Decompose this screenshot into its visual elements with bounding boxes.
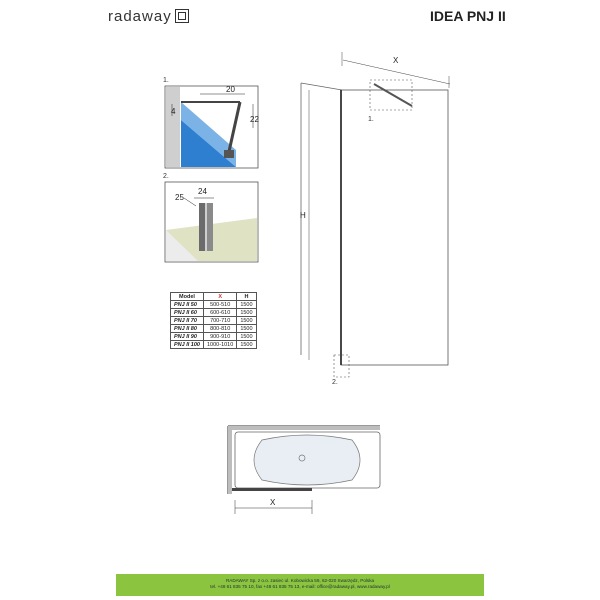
- table-cell-h: 1500: [236, 316, 257, 325]
- plan-glass-panel: [232, 488, 312, 491]
- table-cell-x: 1000-1010: [202, 340, 238, 349]
- elevation-view: [300, 52, 451, 378]
- callout1-label: 1.: [368, 116, 374, 123]
- table-header-x: X: [202, 292, 238, 301]
- callout2-box: [333, 354, 350, 378]
- detail2-dim-b: 25: [175, 193, 184, 202]
- detail2-profile-right: [207, 203, 213, 251]
- table-cell-x: 900-910: [202, 332, 238, 341]
- drain-icon: [298, 454, 306, 462]
- footer-bar: RADAWAY Sp. z o.o. zasiec ul. Kobowicka …: [116, 574, 484, 596]
- glass-panel-outline: [340, 89, 449, 366]
- detail1-dim-a: 20: [226, 85, 235, 94]
- callout2-label: 2.: [332, 379, 338, 386]
- table-cell-h: 1500: [236, 340, 257, 349]
- footer-contact: tel. +48 61 835 75 10, fax +48 61 835 75…: [210, 584, 390, 589]
- footer-address: RADAWAY Sp. z o.o. zasiec ul. Kobowicka …: [225, 578, 375, 583]
- elevation-support-bar: [373, 83, 413, 107]
- table-cell-h: 1500: [236, 300, 257, 309]
- table-cell-model: PNJ II 60: [170, 308, 204, 317]
- detail2-frame: [164, 181, 259, 263]
- table-cell-h: 1500: [236, 308, 257, 317]
- table-cell-x: 500-510: [202, 300, 238, 309]
- detail2-label: 2.: [163, 173, 169, 180]
- table-cell-h: 1500: [236, 332, 257, 341]
- elevation-height-label: H: [300, 211, 306, 220]
- table-cell-x: 600-610: [202, 308, 238, 317]
- model-spec-table: Model X H PNJ II 50 500-510 1500 PNJ II …: [170, 292, 257, 349]
- detail2-profile-left: [199, 203, 205, 251]
- table-row: PNJ II 70 700-710 1500: [170, 316, 257, 325]
- detail1-support-bar: [226, 101, 242, 157]
- table-cell-model: PNJ II 80: [170, 324, 204, 333]
- table-row: PNJ II 60 600-610 1500: [170, 308, 257, 317]
- detail1-dim-c: 22: [250, 115, 259, 124]
- plan-width-label: X: [270, 498, 276, 507]
- plan-view: [227, 425, 381, 514]
- table-header-model: Model: [170, 292, 204, 301]
- table-cell-x: 800-810: [202, 324, 238, 333]
- table-cell-model: PNJ II 50: [170, 300, 204, 309]
- detail1-frame: [164, 85, 259, 169]
- product-title: IDEA PNJ II: [430, 8, 506, 24]
- table-row: PNJ II 90 900-910 1500: [170, 332, 257, 341]
- table-row: PNJ II 100 1000-1010 1500: [170, 340, 257, 349]
- detail2-dim-a: 24: [198, 187, 207, 196]
- table-header-h: H: [236, 292, 257, 301]
- table-cell-x: 700-710: [202, 316, 238, 325]
- brand-logo-text: radaway: [108, 8, 172, 25]
- table-cell-h: 1500: [236, 324, 257, 333]
- detail1-label: 1.: [163, 77, 169, 84]
- table-cell-model: PNJ II 100: [170, 340, 204, 349]
- bathtub-basin: [253, 434, 361, 486]
- brand-logo-icon: [175, 9, 189, 23]
- elevation-width-label: X: [393, 56, 399, 65]
- table-cell-model: PNJ II 90: [170, 332, 204, 341]
- detail1-wall: [166, 87, 180, 167]
- detail1-dim-b: 4: [171, 107, 176, 116]
- table-cell-model: PNJ II 70: [170, 316, 204, 325]
- table-header-row: Model X H: [170, 292, 257, 301]
- callout1-box: [369, 79, 413, 111]
- table-row: PNJ II 50 500-510 1500: [170, 300, 257, 309]
- table-row: PNJ II 80 800-810 1500: [170, 324, 257, 333]
